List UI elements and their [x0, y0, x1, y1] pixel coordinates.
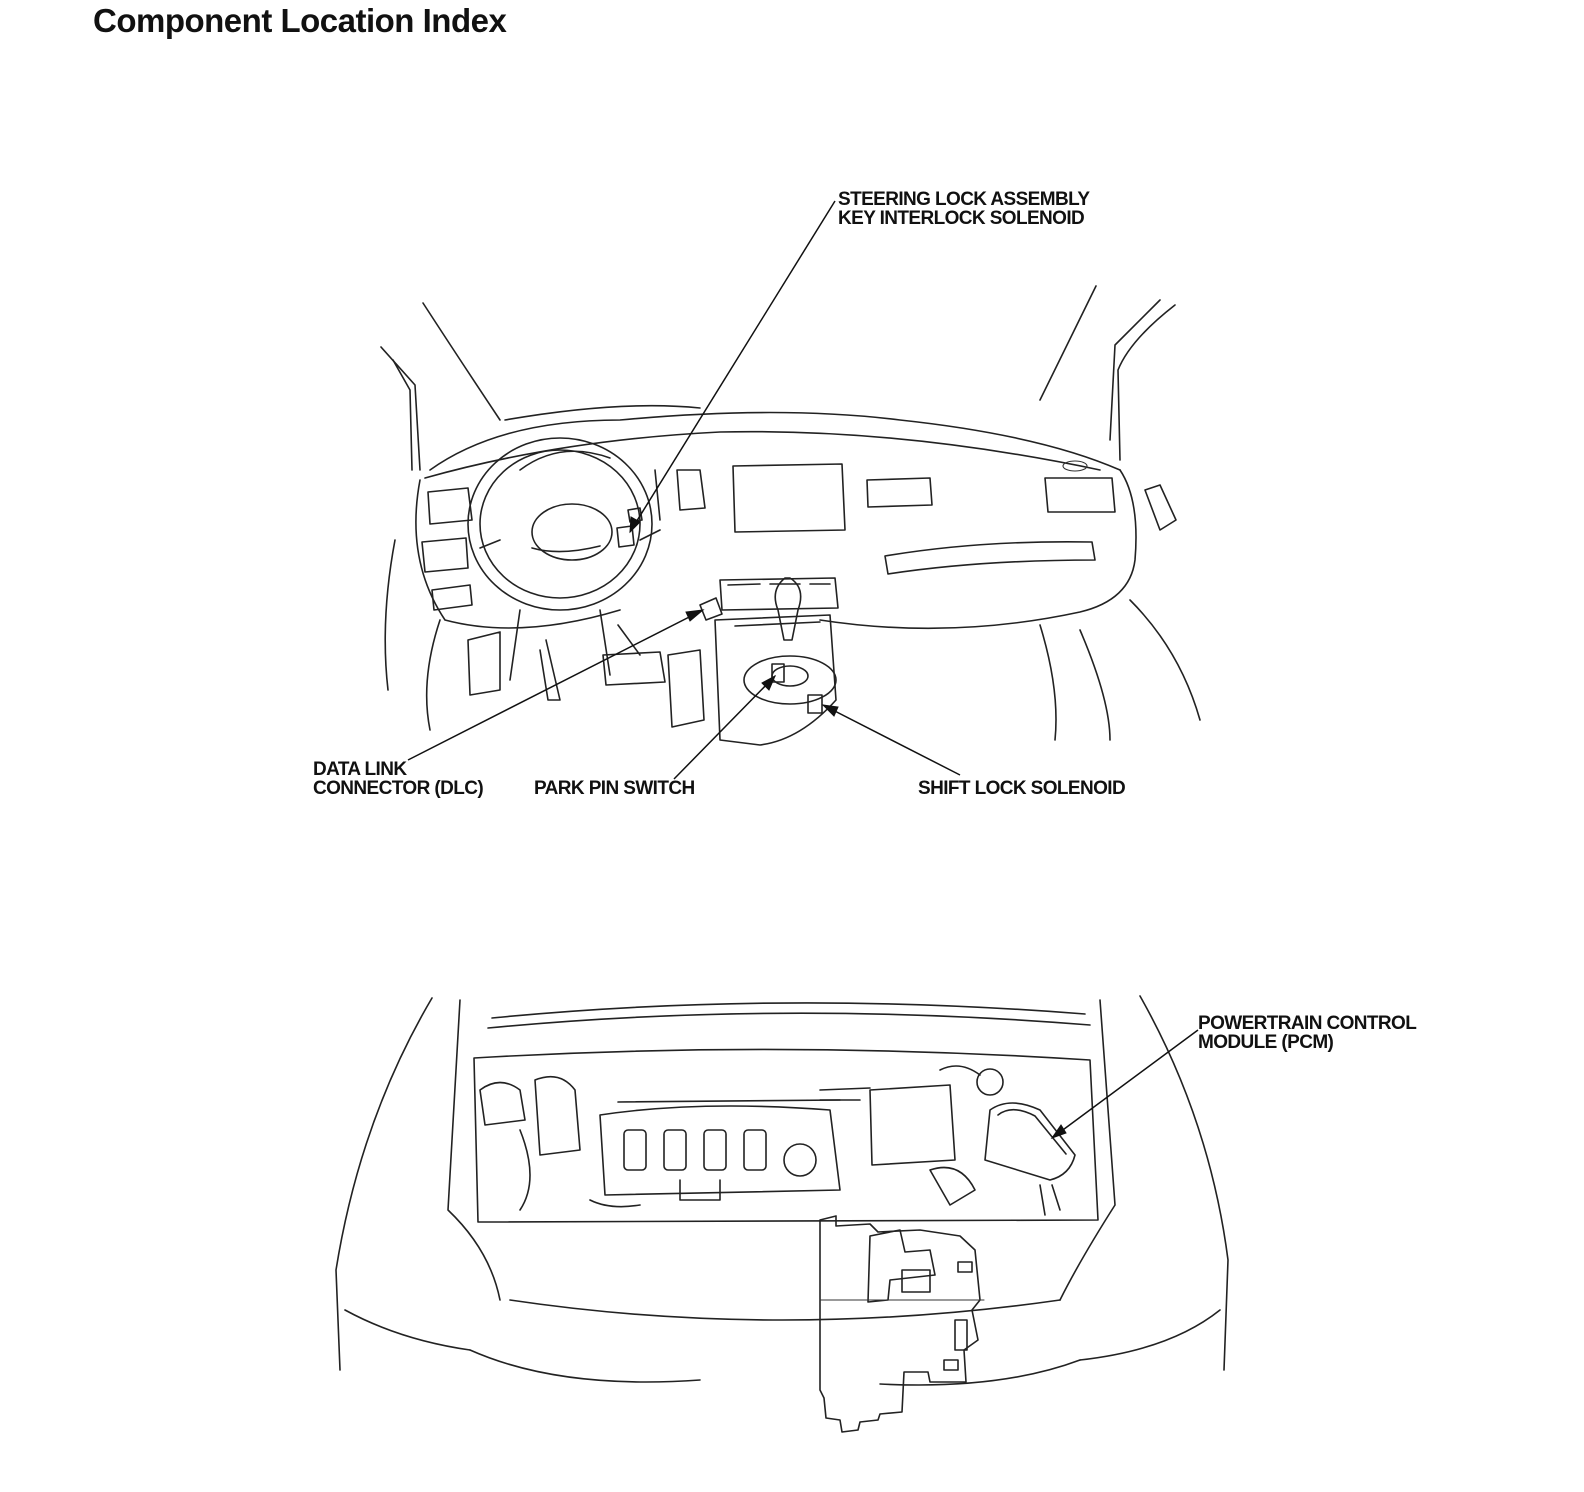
pcm-label-line-1: POWERTRAIN CONTROL — [1198, 1013, 1417, 1034]
dlc-arrowhead — [685, 609, 705, 622]
pcm-label-line-2: MODULE (PCM) — [1198, 1032, 1334, 1053]
page-title: Component Location Index — [93, 2, 507, 39]
steering-lock-label-line-1: STEERING LOCK ASSEMBLY — [838, 189, 1090, 210]
steering-lock-leader — [629, 200, 836, 533]
park-pin-arrowhead — [761, 674, 777, 691]
park-pin-leader — [673, 675, 776, 780]
dash-leader-lines — [407, 200, 961, 780]
pcm-arrowhead — [1050, 1124, 1067, 1139]
dlc-leader — [407, 609, 704, 761]
steering-lock-arrowhead — [629, 516, 641, 534]
pcm-label: POWERTRAIN CONTROL MODULE (PCM) — [1198, 1013, 1417, 1053]
shift-lock-arrowhead — [821, 704, 839, 717]
dlc-label-line-1: DATA LINK — [313, 759, 407, 780]
engine-leader-lines — [1050, 1029, 1199, 1139]
shift-lock-leader — [822, 704, 961, 776]
park-pin-switch-label: PARK PIN SWITCH — [534, 778, 695, 799]
pcm-leader — [1051, 1029, 1199, 1139]
dlc-label-line-2: CONNECTOR (DLC) — [313, 778, 484, 799]
shift-lock-solenoid-label: SHIFT LOCK SOLENOID — [918, 778, 1126, 799]
engine-bay-illustration — [335, 995, 1229, 1433]
dlc-label: DATA LINK CONNECTOR (DLC) — [313, 759, 484, 799]
steering-lock-label-line-2: KEY INTERLOCK SOLENOID — [838, 208, 1085, 229]
dashboard-illustration — [380, 285, 1201, 746]
steering-lock-label: STEERING LOCK ASSEMBLY KEY INTERLOCK SOL… — [838, 189, 1090, 229]
